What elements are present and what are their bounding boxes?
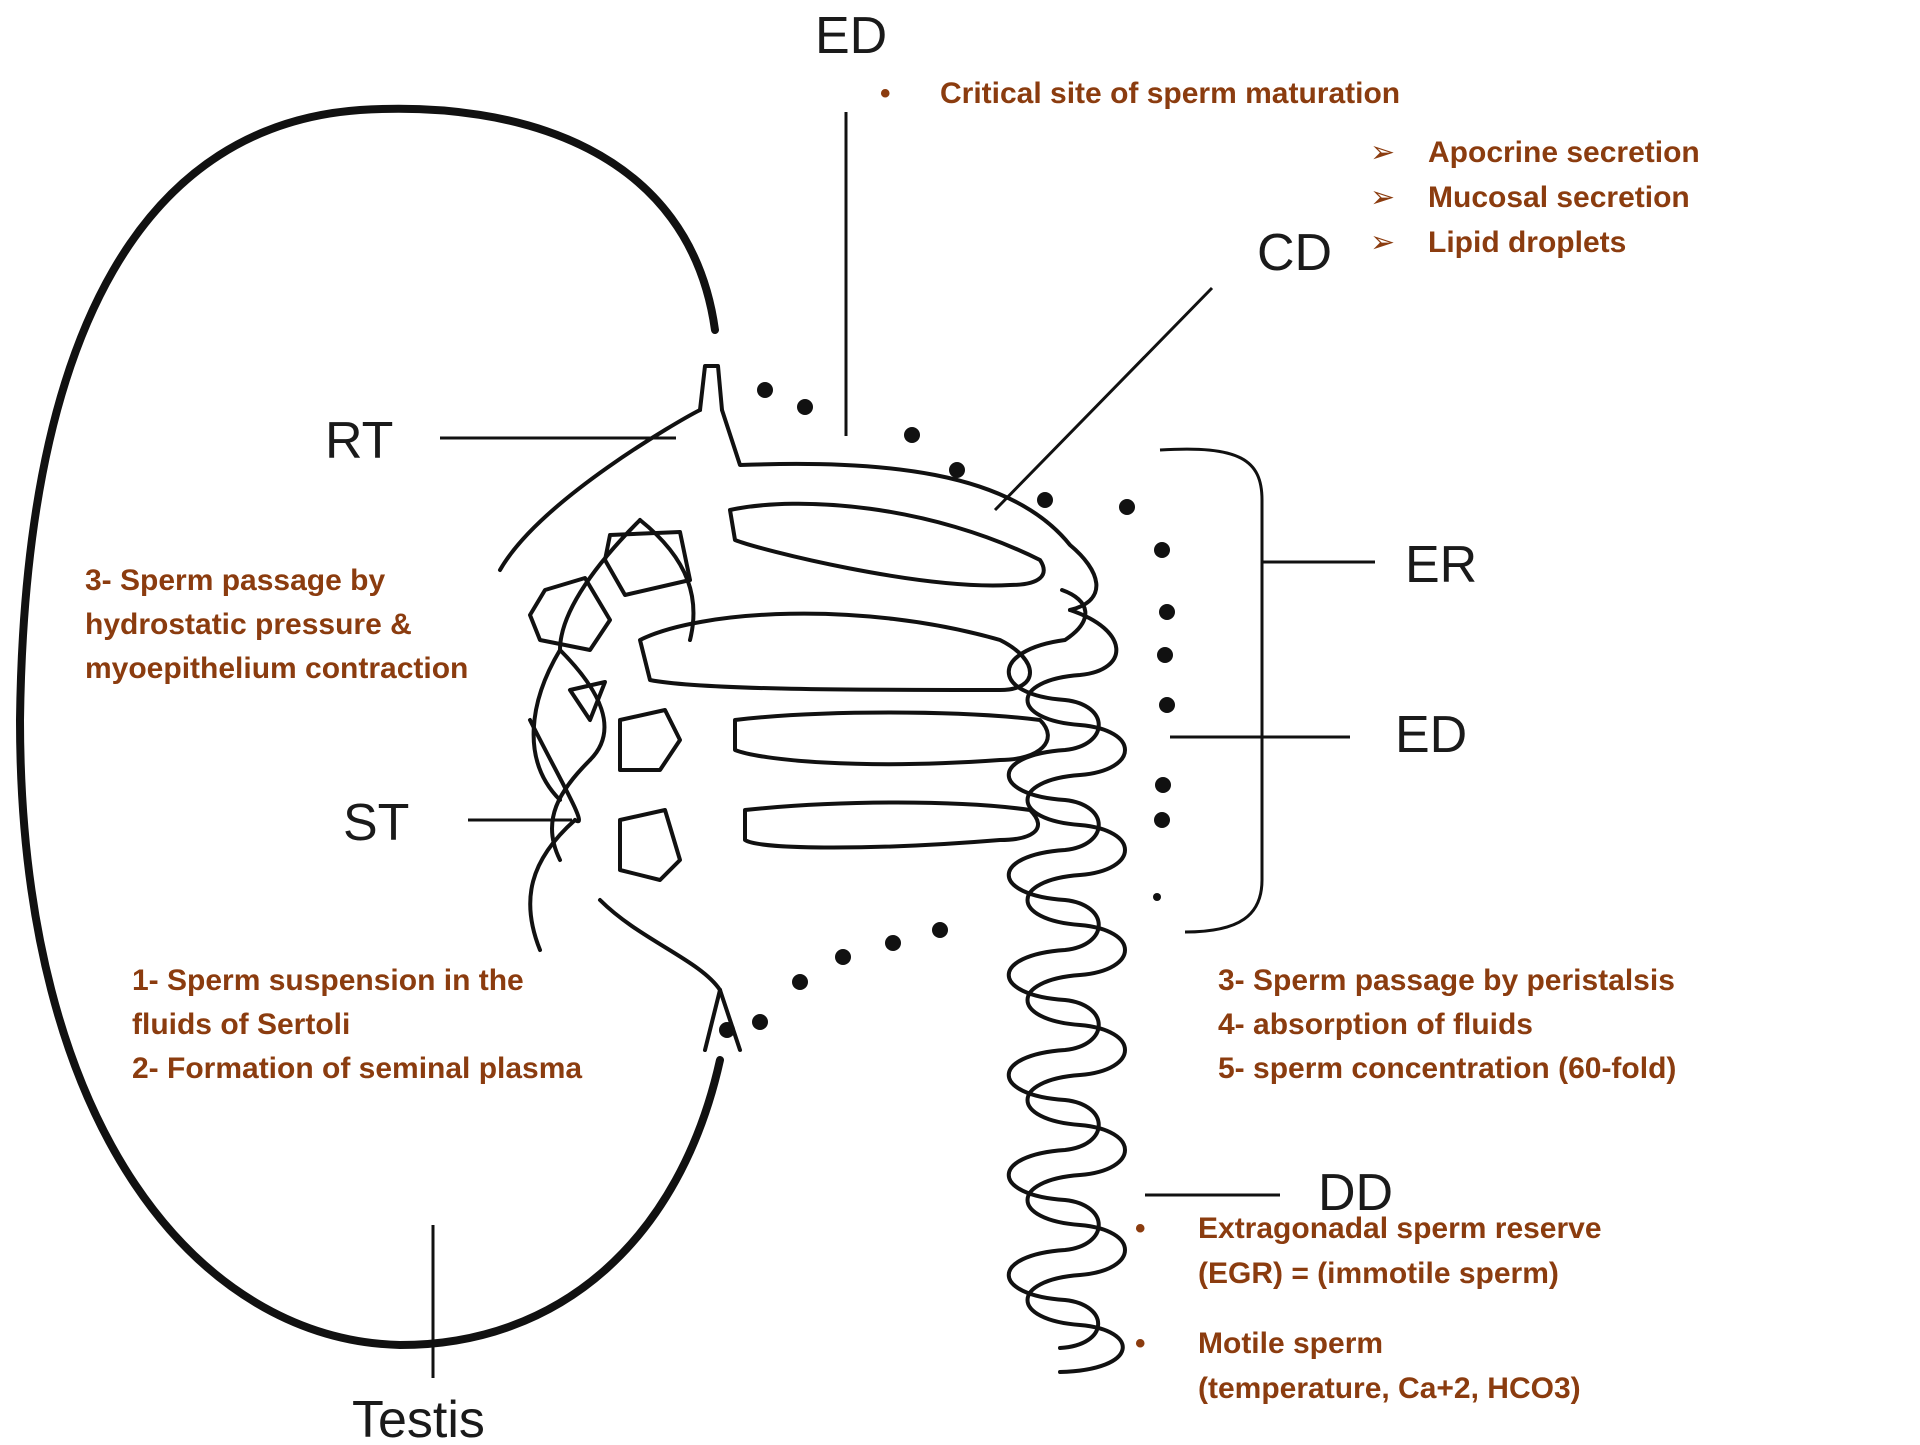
label-testis: Testis [352, 1391, 485, 1440]
note-cd-item-1: Apocrine secretion [1428, 136, 1700, 169]
label-er: ER [1405, 536, 1477, 594]
cd-arrow-2: ➢ [1370, 181, 1395, 214]
note-dd-2-line-2: (temperature, Ca+2, HCO3) [1198, 1372, 1581, 1405]
ed-bullet: • [880, 77, 891, 110]
note-left-upper-2: hydrostatic pressure & [85, 608, 412, 641]
note-right-middle-2: 4- absorption of fluids [1218, 1008, 1533, 1041]
dd-bullet-1: • [1135, 1212, 1146, 1245]
note-ed-top: Critical site of sperm maturation [940, 77, 1400, 110]
note-right-middle-1: 3- Sperm passage by peristalsis [1218, 964, 1675, 997]
note-left-lower-2: fluids of Sertoli [132, 1008, 350, 1041]
note-dd-1-line-2: (EGR) = (immotile sperm) [1198, 1257, 1559, 1290]
rete-testis-network [500, 366, 1096, 1050]
cd-leader [995, 288, 1212, 510]
note-cd-item-3: Lipid droplets [1428, 226, 1626, 259]
dd-bullet-2: • [1135, 1327, 1146, 1360]
note-cd-item-2: Mucosal secretion [1428, 181, 1690, 214]
er-bracket [1160, 449, 1262, 932]
note-left-upper-3: myoepithelium contraction [85, 652, 468, 685]
note-right-middle-3: 5- sperm concentration (60-fold) [1218, 1052, 1676, 1085]
label-cd: CD [1257, 224, 1332, 282]
dotted-boundary [719, 382, 1175, 1038]
label-st: ST [343, 794, 409, 852]
note-left-lower-3: 2- Formation of seminal plasma [132, 1052, 582, 1085]
note-left-lower-1: 1- Sperm suspension in the [132, 964, 524, 997]
note-left-upper-1: 3- Sperm passage by [85, 564, 385, 597]
label-ed-top: ED [815, 7, 887, 65]
label-rt: RT [325, 412, 393, 470]
testis-outline [20, 109, 720, 1345]
cd-arrow-1: ➢ [1370, 136, 1395, 169]
note-dd-1-line-1: Extragonadal sperm reserve [1198, 1212, 1602, 1245]
epididymal-duct [1009, 590, 1125, 1372]
cd-arrow-3: ➢ [1370, 226, 1395, 259]
label-ed-right: ED [1395, 706, 1467, 764]
leader-lines [433, 112, 1375, 1378]
note-dd-2-line-1: Motile sperm [1198, 1327, 1383, 1360]
